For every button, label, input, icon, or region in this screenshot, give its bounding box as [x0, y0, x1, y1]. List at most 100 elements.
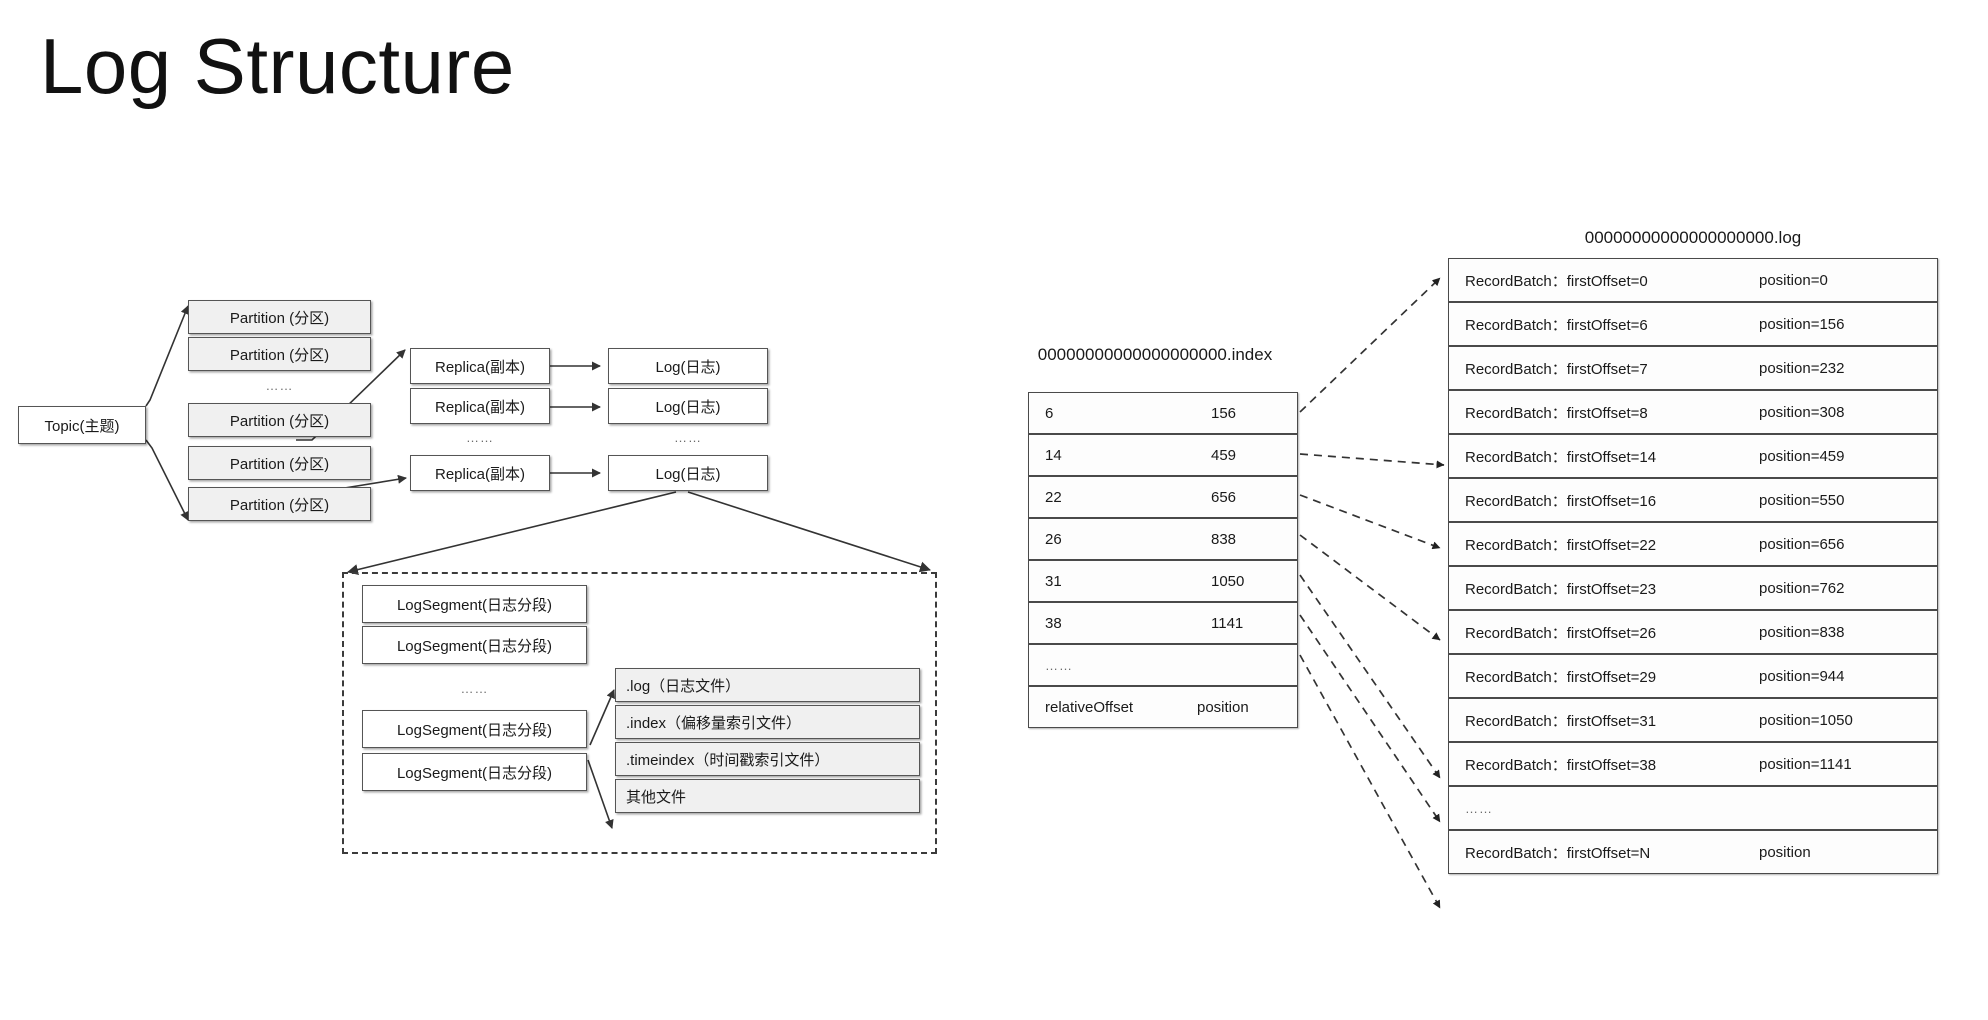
log-record-batch: RecordBatch：firstOffset=16 [1465, 492, 1657, 510]
replica-box-2[interactable]: Replica(副本) [410, 388, 550, 424]
log-position: position=459 [1759, 447, 1845, 465]
replica-label: Replica(副本) [434, 465, 525, 483]
topic-label: Topic(主题) [44, 417, 120, 435]
segment-file-other[interactable]: 其他文件 [615, 779, 920, 813]
index-relative-offset: 38 [1045, 614, 1062, 632]
partition-box-5[interactable]: Partition (分区) [188, 487, 371, 521]
log-row[interactable]: RecordBatch：firstOffset=0 position=0 [1448, 258, 1938, 302]
log-row[interactable]: RecordBatch：firstOffset=16 position=550 [1448, 478, 1938, 522]
replica-box-3[interactable]: Replica(副本) [410, 455, 550, 491]
logsegment-box-2[interactable]: LogSegment(日志分段) [362, 626, 587, 664]
log-record-batch: RecordBatch：firstOffset=14 [1465, 448, 1657, 466]
segment-file-log[interactable]: .log（日志文件） [615, 668, 920, 702]
log-record-batch: RecordBatch：firstOffset=23 [1465, 580, 1657, 598]
logsegment-label: LogSegment(日志分段) [396, 637, 553, 655]
segment-file-label: .log（日志文件） [626, 677, 741, 695]
index-row[interactable]: 14 459 [1028, 434, 1298, 476]
topic-box[interactable]: Topic(主题) [18, 406, 146, 444]
replica-label: Replica(副本) [434, 398, 525, 416]
log-segments-ellipsis: …… [460, 681, 489, 696]
log-label: Log(日志) [655, 465, 721, 483]
index-position: 459 [1211, 446, 1237, 464]
replica-box-1[interactable]: Replica(副本) [410, 348, 550, 384]
replicas-ellipsis: …… [466, 430, 494, 445]
log-row[interactable]: RecordBatch：firstOffset=26 position=838 [1448, 610, 1938, 654]
logsegment-label: LogSegment(日志分段) [396, 764, 553, 782]
index-row[interactable]: 31 1050 [1028, 560, 1298, 602]
log-ellipsis: …… [1465, 800, 1493, 816]
logsegment-label: LogSegment(日志分段) [396, 596, 553, 614]
log-row[interactable]: RecordBatch：firstOffset=7 position=232 [1448, 346, 1938, 390]
partition-label: Partition (分区) [229, 346, 330, 364]
index-position: 838 [1211, 530, 1237, 548]
index-row[interactable]: 26 838 [1028, 518, 1298, 560]
index-position: 156 [1211, 404, 1237, 422]
log-row[interactable]: RecordBatch：firstOffset=23 position=762 [1448, 566, 1938, 610]
log-position: position=1141 [1759, 755, 1852, 773]
log-row-ellipsis[interactable]: …… [1448, 786, 1938, 830]
log-box-3[interactable]: Log(日志) [608, 455, 768, 491]
log-row[interactable]: RecordBatch：firstOffset=29 position=944 [1448, 654, 1938, 698]
log-row[interactable]: RecordBatch：firstOffset=31 position=1050 [1448, 698, 1938, 742]
log-row[interactable]: RecordBatch：firstOffset=N position [1448, 830, 1938, 874]
log-row[interactable]: RecordBatch：firstOffset=8 position=308 [1448, 390, 1938, 434]
log-segments-container [342, 572, 937, 854]
index-relative-offset: 6 [1045, 404, 1054, 422]
log-row[interactable]: RecordBatch：firstOffset=22 position=656 [1448, 522, 1938, 566]
index-ellipsis: …… [1045, 657, 1073, 673]
log-row[interactable]: RecordBatch：firstOffset=14 position=459 [1448, 434, 1938, 478]
log-position: position=1050 [1759, 711, 1853, 729]
index-row-header[interactable]: relativeOffset position [1028, 686, 1298, 728]
partition-label: Partition (分区) [229, 496, 330, 514]
log-label: Log(日志) [655, 398, 721, 416]
index-relative-offset: 22 [1045, 488, 1062, 506]
partition-box-2[interactable]: Partition (分区) [188, 337, 371, 371]
replica-label: Replica(副本) [434, 358, 525, 376]
log-row[interactable]: RecordBatch：firstOffset=38 position=1141 [1448, 742, 1938, 786]
log-record-batch: RecordBatch：firstOffset=N [1465, 844, 1651, 862]
log-record-batch: RecordBatch：firstOffset=6 [1465, 316, 1648, 334]
log-position: position=656 [1759, 535, 1845, 553]
logsegment-box-1[interactable]: LogSegment(日志分段) [362, 585, 587, 623]
log-position: position=232 [1759, 359, 1845, 377]
page-title: Log Structure [40, 22, 515, 110]
log-box-2[interactable]: Log(日志) [608, 388, 768, 424]
log-position: position=838 [1759, 623, 1845, 641]
logs-ellipsis: …… [674, 430, 702, 445]
index-file-caption: 00000000000000000000.index [1037, 345, 1273, 364]
partition-box-1[interactable]: Partition (分区) [188, 300, 371, 334]
log-record-batch: RecordBatch：firstOffset=7 [1465, 360, 1648, 378]
log-record-batch: RecordBatch：firstOffset=26 [1465, 624, 1657, 642]
log-record-batch: RecordBatch：firstOffset=38 [1465, 756, 1657, 774]
index-position: 656 [1211, 488, 1237, 506]
log-record-batch: RecordBatch：firstOffset=8 [1465, 404, 1648, 422]
log-position: position=944 [1759, 667, 1845, 685]
segment-file-timeindex[interactable]: .timeindex（时间戳索引文件） [615, 742, 920, 776]
partitions-ellipsis: …… [265, 378, 294, 393]
log-row[interactable]: RecordBatch：firstOffset=6 position=156 [1448, 302, 1938, 346]
log-position: position=156 [1759, 315, 1845, 333]
index-row[interactable]: 22 656 [1028, 476, 1298, 518]
log-box-1[interactable]: Log(日志) [608, 348, 768, 384]
log-position: position [1759, 843, 1811, 861]
log-record-batch: RecordBatch：firstOffset=31 [1465, 712, 1657, 730]
index-row[interactable]: 38 1141 [1028, 602, 1298, 644]
index-relative-offset-header: relativeOffset [1045, 698, 1134, 716]
index-relative-offset: 26 [1045, 530, 1062, 548]
log-position: position=550 [1759, 491, 1845, 509]
log-file-caption: 00000000000000000000.log [1584, 228, 1802, 247]
partition-label: Partition (分区) [229, 309, 330, 327]
logsegment-box-4[interactable]: LogSegment(日志分段) [362, 753, 587, 791]
partition-box-3[interactable]: Partition (分区) [188, 403, 371, 437]
index-row[interactable]: 6 156 [1028, 392, 1298, 434]
segment-file-index[interactable]: .index（偏移量索引文件） [615, 705, 920, 739]
partition-box-4[interactable]: Partition (分区) [188, 446, 371, 480]
segment-file-label: 其他文件 [626, 788, 687, 806]
logsegment-box-3[interactable]: LogSegment(日志分段) [362, 710, 587, 748]
index-position-header: position [1197, 698, 1249, 716]
log-position: position=762 [1759, 579, 1845, 597]
partition-label: Partition (分区) [229, 455, 330, 473]
index-row-ellipsis[interactable]: …… [1028, 644, 1298, 686]
index-position: 1141 [1211, 614, 1244, 632]
